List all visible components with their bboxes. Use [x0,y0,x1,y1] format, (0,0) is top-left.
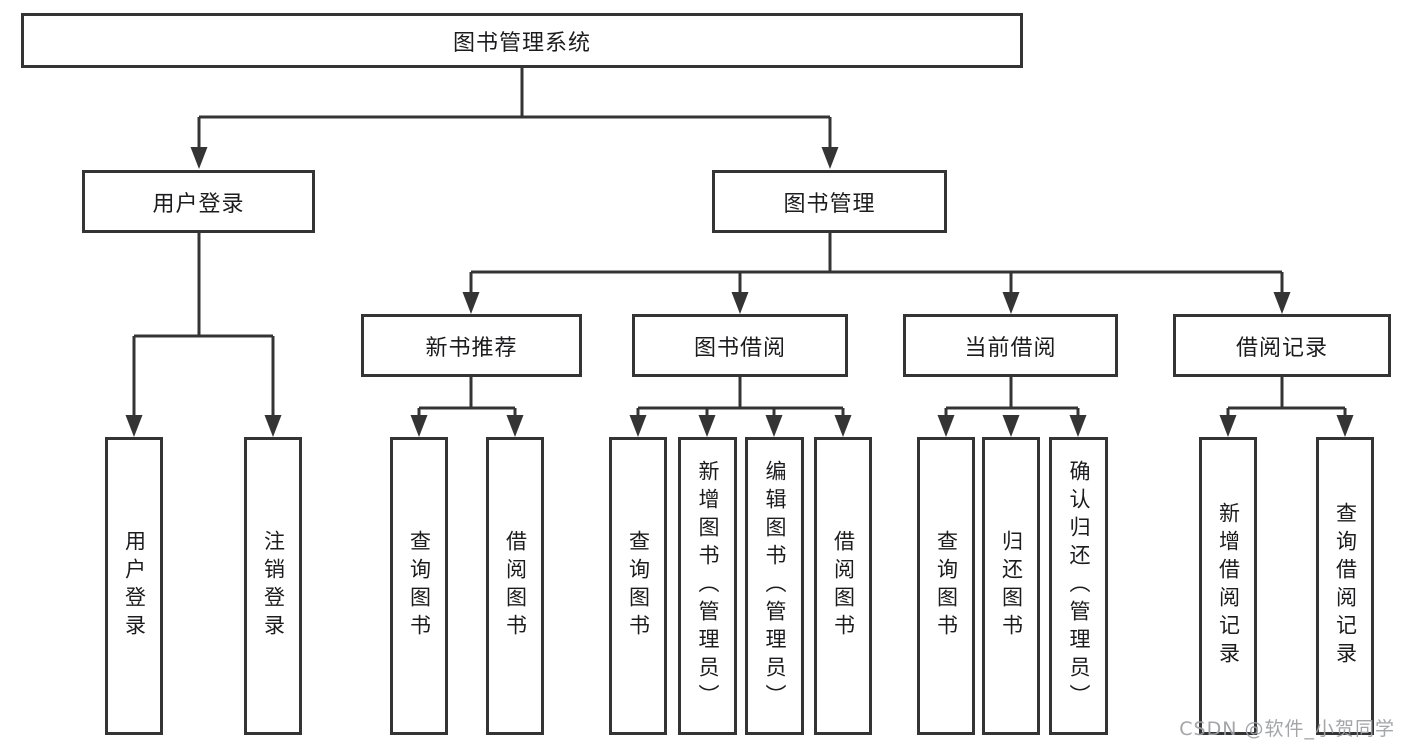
node-current-borrowing: 当前借阅 [903,314,1118,377]
node-book-borrowing: 图书借阅 [632,314,848,377]
leaf-add-books-admin: 新增图书（管理员） [678,437,737,735]
leaf-return-books: 归还图书 [982,437,1040,735]
watermark-text: CSDN @软件_小贺同学 [1179,718,1395,740]
node-borrowing-records: 借阅记录 [1173,314,1391,377]
leaf-add-borrow-record: 新增借阅记录 [1199,437,1257,735]
node-new-book-recommend: 新书推荐 [361,314,582,377]
leaf-query-borrow-record: 查询借阅记录 [1316,437,1374,735]
leaf-query-books-recommend: 查询图书 [390,437,448,735]
leaf-edit-books-admin: 编辑图书（管理员） [745,437,804,735]
leaf-user-login: 用户登录 [105,437,163,735]
leaf-query-books-borrowing: 查询图书 [609,437,667,735]
node-root-system: 图书管理系统 [21,13,1023,68]
leaf-borrow-books-recommend: 借阅图书 [486,437,544,735]
leaf-logout: 注销登录 [244,437,302,735]
node-book-management: 图书管理 [712,170,947,233]
node-user-login: 用户登录 [82,170,315,233]
leaf-confirm-return-admin: 确认归还（管理员） [1049,437,1108,735]
leaf-query-books-current: 查询图书 [917,437,975,735]
leaf-borrow-books: 借阅图书 [814,437,872,735]
